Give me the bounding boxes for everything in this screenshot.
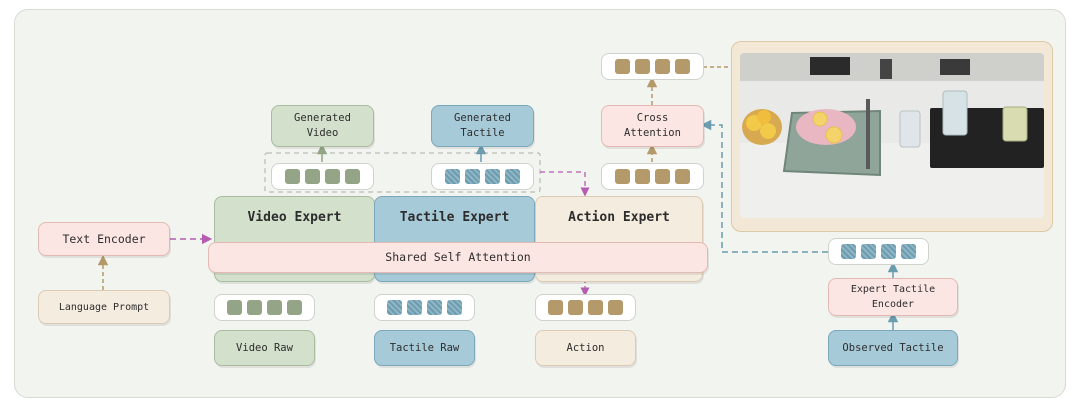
video-token <box>285 169 300 184</box>
action-token <box>635 59 650 74</box>
tactile-token-row-top <box>431 163 534 190</box>
tactile-token <box>445 169 460 184</box>
video-token-row-top <box>271 163 374 190</box>
generated-tactile-box: Generated Tactile <box>431 105 534 147</box>
video-raw-token-row <box>214 294 315 321</box>
language-prompt-box: Language Prompt <box>38 290 170 324</box>
video-token <box>287 300 302 315</box>
workspace-photo <box>731 41 1053 232</box>
generated-video-box: Generated Video <box>271 105 374 147</box>
text-encoder-box: Text Encoder <box>38 222 170 256</box>
video-token <box>247 300 262 315</box>
action-raw-token-row <box>535 294 636 321</box>
tactile-token <box>407 300 422 315</box>
action-token <box>608 300 623 315</box>
action-token <box>675 59 690 74</box>
tactile-token <box>881 244 896 259</box>
action-token <box>655 59 670 74</box>
video-token <box>345 169 360 184</box>
tactile-raw-token-row <box>374 294 475 321</box>
tactile-raw-box: Tactile Raw <box>374 330 475 366</box>
action-token <box>568 300 583 315</box>
video-token <box>305 169 320 184</box>
tactile-token <box>427 300 442 315</box>
tactile-token <box>901 244 916 259</box>
action-token-row-mid <box>601 163 704 190</box>
action-token <box>615 59 630 74</box>
action-token <box>588 300 603 315</box>
tactile-token <box>841 244 856 259</box>
action-token <box>548 300 563 315</box>
tactile-token <box>505 169 520 184</box>
action-token <box>615 169 630 184</box>
workspace-scene-illustration <box>740 53 1044 218</box>
video-token <box>267 300 282 315</box>
tactile-token <box>465 169 480 184</box>
cross-attention-box: Cross Attention <box>601 105 704 147</box>
video-token <box>325 169 340 184</box>
tactile-token <box>387 300 402 315</box>
observed-tactile-box: Observed Tactile <box>828 330 958 366</box>
tactile-token <box>861 244 876 259</box>
video-raw-box: Video Raw <box>214 330 315 366</box>
video-token <box>227 300 242 315</box>
tactile-token <box>447 300 462 315</box>
expert-tactile-encoder-box: Expert Tactile Encoder <box>828 278 958 316</box>
tactile-token <box>485 169 500 184</box>
action-box: Action <box>535 330 636 366</box>
encoded-tactile-token-row <box>828 238 929 265</box>
shared-self-attention-bar: Shared Self Attention <box>208 242 708 273</box>
action-token <box>675 169 690 184</box>
action-token-row-output <box>601 53 704 80</box>
action-token <box>635 169 650 184</box>
action-token <box>655 169 670 184</box>
